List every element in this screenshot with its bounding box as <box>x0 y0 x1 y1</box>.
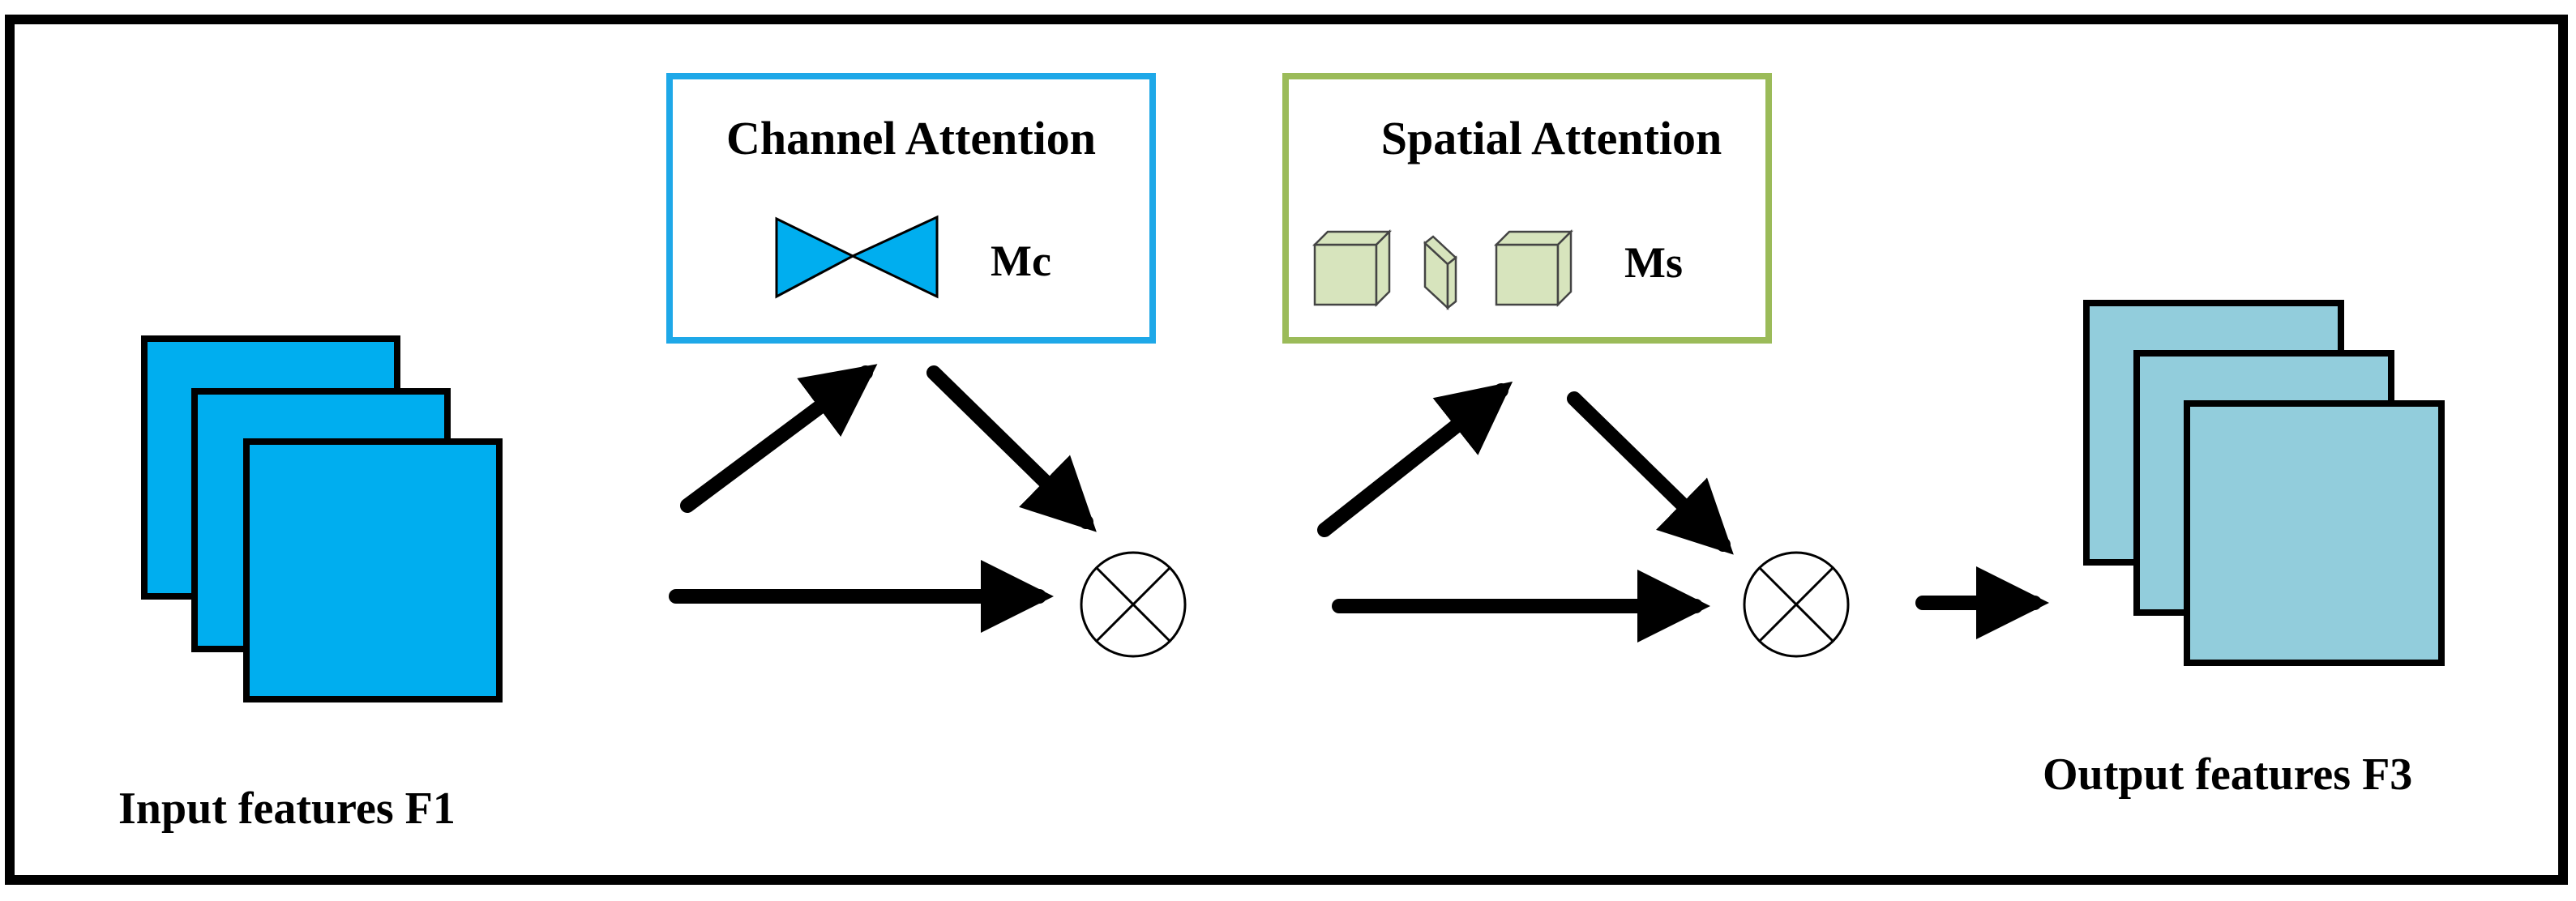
spatial-attention-title: Spatial Attention <box>1381 112 1722 164</box>
output-feature-maps <box>2083 300 2445 666</box>
bowtie-icon <box>775 215 939 299</box>
output-label: Output features F3 <box>2043 749 2412 800</box>
channel-symbol: Mc <box>991 237 1051 285</box>
circled-times-icon <box>1080 551 1187 658</box>
channel-attention-box <box>666 73 1156 344</box>
cube-icon <box>1312 228 1393 308</box>
spatial-symbol: Ms <box>1624 238 1683 287</box>
arrow-channel-to-multiply <box>926 365 1097 532</box>
arrow-input-to-channel <box>680 364 878 513</box>
channel-attention-title: Channel Attention <box>726 112 1096 164</box>
output-map-front <box>2184 400 2445 666</box>
spatial-attention-box <box>1282 73 1772 344</box>
circled-times-icon <box>1743 551 1850 658</box>
input-feature-maps <box>141 335 503 702</box>
arrow-spatial-to-multiply <box>1567 391 1734 555</box>
cube-icon <box>1493 228 1574 308</box>
slab-icon <box>1423 235 1457 310</box>
input-label: Input features F1 <box>118 784 456 834</box>
arrow-refined-to-spatial <box>1317 381 1513 537</box>
input-map-front <box>243 438 503 702</box>
